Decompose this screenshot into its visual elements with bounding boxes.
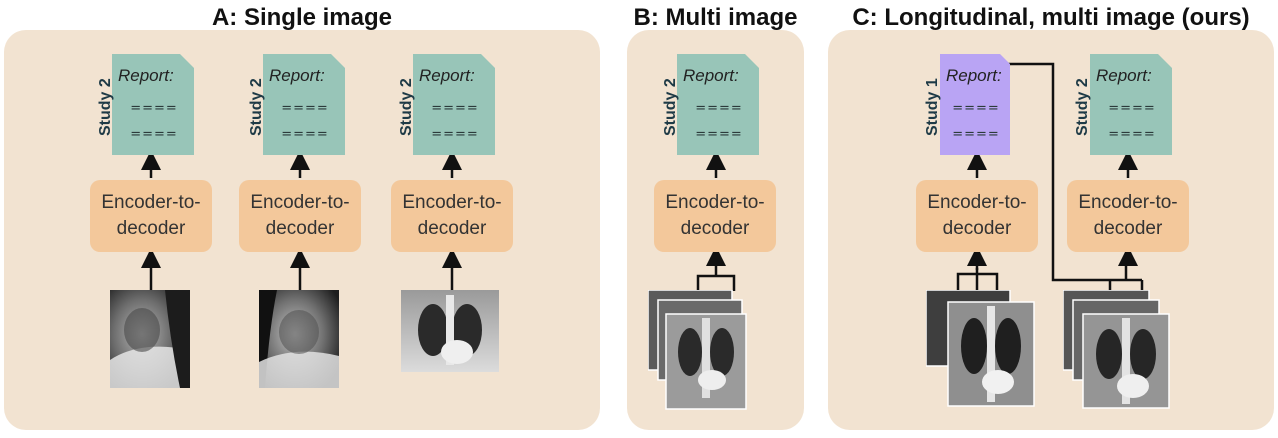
encoder-decoder-box: Encoder-to-decoder — [916, 180, 1038, 252]
connector-c-longitudinal — [1000, 62, 1144, 292]
encoder-decoder-box: Encoder-to-decoder — [90, 180, 212, 252]
report-text-line: ==== — [281, 127, 329, 142]
report-page-shape — [263, 54, 345, 155]
report-a2: Report: ==== ==== — [263, 54, 345, 155]
study-2-label: Study 2 — [1074, 78, 1091, 136]
report-title: Report — [1096, 66, 1148, 85]
report-text-line: ==== — [1108, 127, 1156, 142]
report-text-line: ==== — [1108, 101, 1156, 116]
panel-c — [828, 30, 1274, 430]
panel-a-title: A: Single image — [211, 4, 393, 31]
encoder-decoder-box: Encoder-to-decoder — [654, 180, 776, 252]
encoder-decoder-box: Encoder-to-decoder — [1067, 180, 1189, 252]
report-text-line: ==== — [695, 127, 743, 142]
report-title: Report — [946, 66, 998, 85]
report-text-line: ==== — [431, 101, 479, 116]
report-title: Report — [118, 66, 170, 85]
xray-image-stack — [1063, 290, 1170, 409]
xray-lateral-image — [259, 290, 339, 388]
report-page-shape — [940, 54, 1010, 155]
report-text-line: ==== — [431, 127, 479, 142]
report-a1: Report: ==== ==== — [112, 54, 194, 155]
report-text-line: ==== — [952, 101, 1000, 116]
report-title: Report — [683, 66, 735, 85]
study-1-label: Study 1 — [924, 78, 941, 136]
report-page-shape — [1090, 54, 1172, 155]
study-2-label: Study 2 — [662, 78, 679, 136]
report-b: Report: ==== ==== — [677, 54, 759, 155]
xray-frontal-image — [401, 290, 499, 372]
xray-image-stack — [648, 290, 747, 410]
panel-c-title: C: Longitudinal, multi image (ours) — [852, 4, 1250, 31]
report-text-line: ==== — [952, 127, 1000, 142]
connector-b-images — [696, 258, 736, 291]
report-a3: Report: ==== ==== — [413, 54, 495, 155]
report-c2: Report: ==== ==== — [1090, 54, 1172, 155]
xray-image-stack — [926, 290, 1035, 407]
encoder-decoder-box: Encoder-to-decoder — [239, 180, 361, 252]
report-text-line: ==== — [130, 127, 178, 142]
report-page-shape — [112, 54, 194, 155]
xray-lateral-image — [110, 290, 190, 388]
encoder-decoder-box: Encoder-to-decoder — [391, 180, 513, 252]
report-page-shape — [677, 54, 759, 155]
report-text-line: ==== — [281, 101, 329, 116]
panel-b-title: B: Multi image — [633, 4, 798, 31]
study-2-label: Study 2 — [97, 78, 114, 136]
report-title: Report — [269, 66, 321, 85]
report-c1: Report: ==== ==== — [940, 54, 1022, 155]
report-text-line: ==== — [130, 101, 178, 116]
study-2-label: Study 2 — [248, 78, 265, 136]
report-page-shape — [413, 54, 495, 155]
study-2-label: Study 2 — [398, 78, 415, 136]
report-text-line: ==== — [695, 101, 743, 116]
report-title: Report — [419, 66, 471, 85]
